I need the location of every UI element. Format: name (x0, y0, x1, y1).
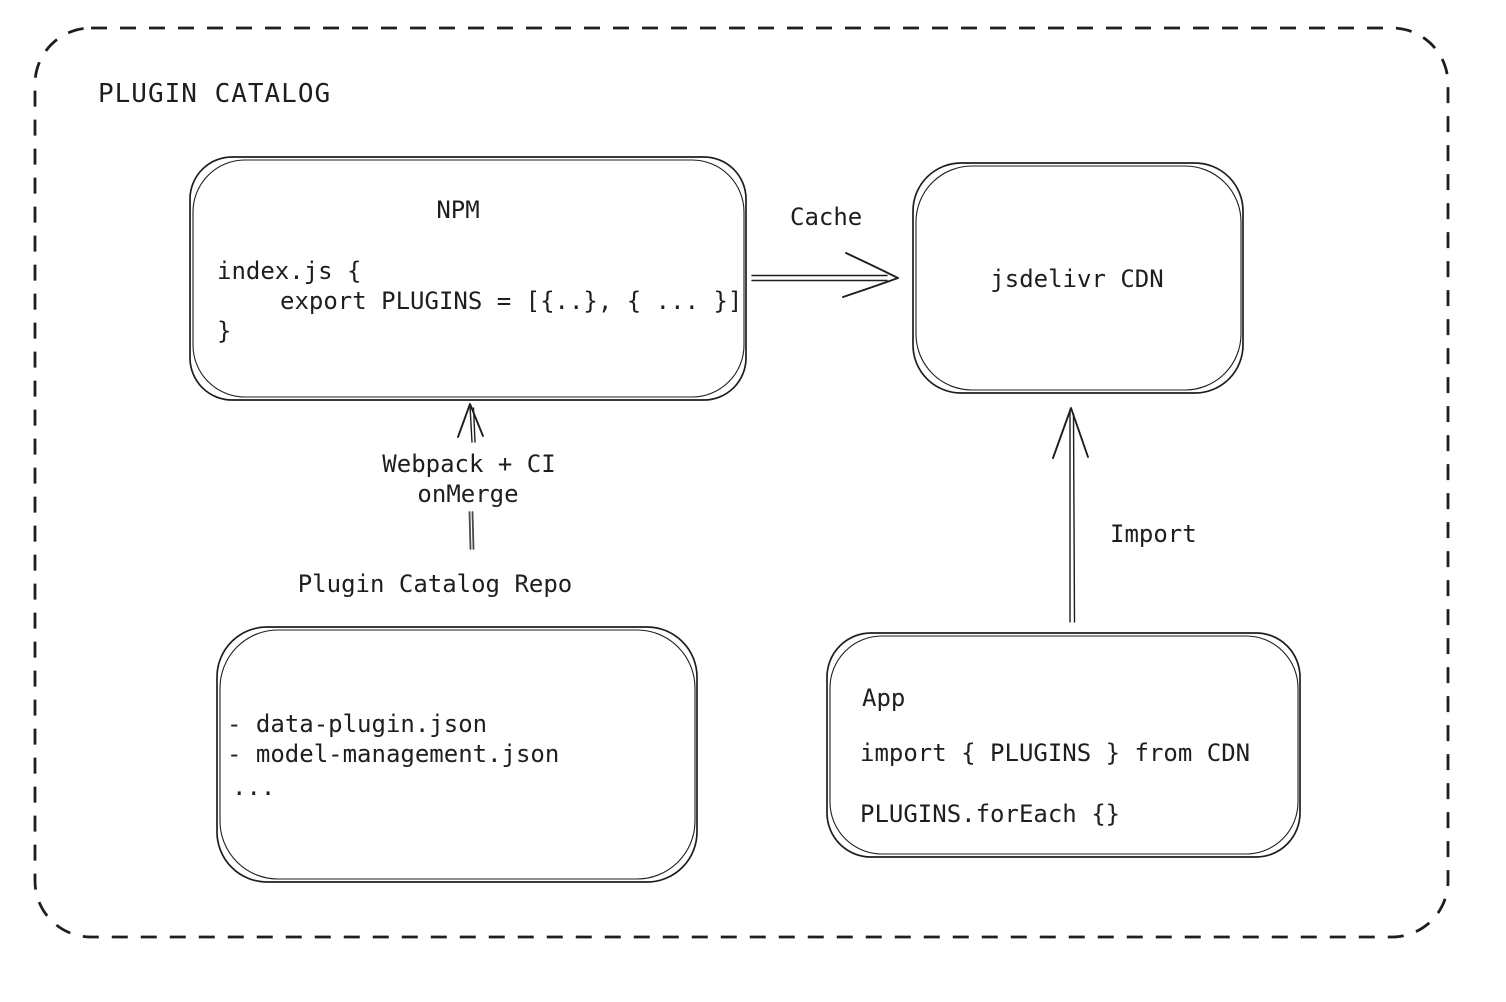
npm-box (189, 156, 747, 401)
cache-arrowhead-icon (842, 252, 899, 298)
app-node: App import { PLUGINS } from CDN PLUGINS.… (826, 632, 1301, 858)
npm-code-line-1: index.js { (217, 257, 362, 285)
build-arrow-shaft (469, 405, 476, 443)
build-label-line-1: Webpack + CI (382, 450, 555, 478)
cdn-box (912, 162, 1244, 394)
build-arrow-tail (468, 511, 475, 550)
repo-file-item-2: - model-management.json (227, 740, 559, 768)
cache-arrow-shaft (751, 274, 888, 282)
import-arrowhead-icon (1052, 407, 1089, 459)
import-arrow-shaft (1069, 411, 1076, 623)
cdn-box-echo (915, 165, 1242, 391)
app-code-line-1: import { PLUGINS } from CDN (860, 739, 1250, 767)
import-arrow: Import (1052, 407, 1197, 623)
npm-title: NPM (436, 196, 479, 224)
cache-arrow: Cache (751, 203, 899, 298)
repo-file-item-3: ... (232, 773, 275, 801)
cache-label: Cache (790, 203, 862, 231)
app-title: App (862, 684, 905, 712)
catalog-title: PLUGIN CATALOG (98, 79, 331, 109)
build-arrowhead-icon (457, 403, 484, 438)
npm-node: NPM index.js { export PLUGINS = [{..}, {… (189, 156, 747, 401)
cdn-node: jsdelivr CDN (912, 162, 1244, 394)
repo-file-item-1: - data-plugin.json (227, 710, 487, 738)
npm-code-line-2: export PLUGINS = [{..}, { ... }] (280, 287, 742, 315)
repo-label: Plugin Catalog Repo (298, 570, 573, 598)
npm-code-line-3: } (217, 317, 231, 345)
catalog-boundary (33, 26, 1450, 939)
build-label-line-2: onMerge (417, 480, 518, 508)
app-box (826, 632, 1301, 858)
app-box-echo (829, 635, 1299, 855)
repo-node: Plugin Catalog Repo - data-plugin.json -… (216, 570, 698, 883)
app-code-line-2: PLUGINS.forEach {} (860, 800, 1120, 828)
repo-box (216, 626, 698, 883)
npm-box-echo (192, 159, 745, 398)
repo-box-echo (219, 629, 696, 880)
import-label: Import (1110, 520, 1197, 548)
cdn-label: jsdelivr CDN (990, 265, 1163, 293)
build-arrow: Webpack + CI onMerge (382, 403, 556, 550)
